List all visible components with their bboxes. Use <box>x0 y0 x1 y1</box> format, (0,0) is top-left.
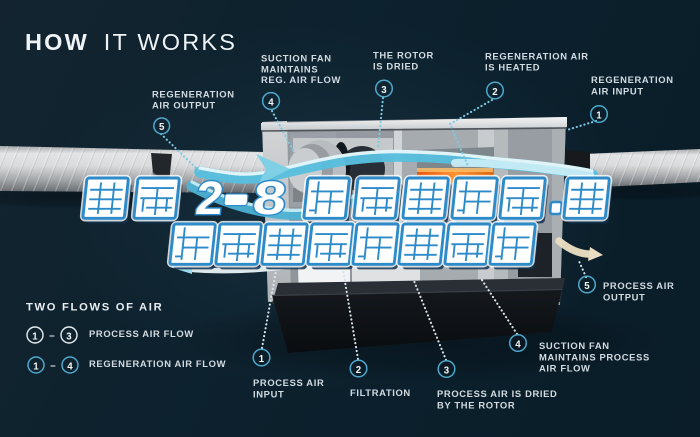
svg-text:IS DRIED: IS DRIED <box>373 61 419 72</box>
svg-text:REGENERATION AIR FLOW: REGENERATION AIR FLOW <box>89 358 226 369</box>
svg-text:SUCTION FAN: SUCTION FAN <box>261 53 332 64</box>
svg-text:5: 5 <box>584 281 590 292</box>
svg-text:3: 3 <box>444 366 450 377</box>
svg-text:PROCESS AIR: PROCESS AIR <box>603 280 674 291</box>
svg-text:1: 1 <box>32 332 38 343</box>
svg-text:THE ROTOR: THE ROTOR <box>373 50 434 61</box>
svg-text:5: 5 <box>159 122 165 133</box>
svg-text:1: 1 <box>33 362 39 373</box>
svg-text:PROCESS AIR FLOW: PROCESS AIR FLOW <box>89 328 194 339</box>
svg-text:MAINTAINS: MAINTAINS <box>261 63 318 74</box>
svg-text:3: 3 <box>381 85 387 96</box>
svg-text:REG. AIR FLOW: REG. AIR FLOW <box>261 74 341 85</box>
svg-text:REGENERATION: REGENERATION <box>591 74 674 85</box>
svg-text:3: 3 <box>66 332 72 343</box>
svg-text:OUTPUT: OUTPUT <box>603 291 645 302</box>
svg-text:4: 4 <box>515 340 521 351</box>
svg-text:1: 1 <box>259 354 265 365</box>
svg-text:2: 2 <box>356 365 361 376</box>
svg-text:BY THE ROTOR: BY THE ROTOR <box>437 399 515 410</box>
svg-text:FILTRATION: FILTRATION <box>350 387 411 398</box>
svg-text:2: 2 <box>492 87 497 98</box>
svg-text:4: 4 <box>268 97 274 108</box>
svg-text:2: 2 <box>193 171 226 224</box>
svg-text:1: 1 <box>596 111 602 122</box>
svg-text:AIR FLOW: AIR FLOW <box>539 362 591 373</box>
svg-text:HOW IT WORKS: HOW IT WORKS <box>25 29 237 55</box>
svg-text:TWO FLOWS OF AIR: TWO FLOWS OF AIR <box>26 302 163 314</box>
svg-text:INPUT: INPUT <box>253 388 284 399</box>
svg-text:8: 8 <box>250 171 289 224</box>
svg-text:SUCTION FAN: SUCTION FAN <box>539 340 610 351</box>
svg-text:PROCESS AIR IS DRIED: PROCESS AIR IS DRIED <box>437 388 557 399</box>
svg-text:–: – <box>50 361 56 372</box>
svg-text:PROCESS AIR: PROCESS AIR <box>253 377 324 388</box>
svg-text:IS HEATED: IS HEATED <box>485 62 540 73</box>
svg-text:–: – <box>49 331 55 342</box>
svg-text:REGENERATION: REGENERATION <box>152 89 235 100</box>
svg-text:MAINTAINS PROCESS: MAINTAINS PROCESS <box>539 351 650 362</box>
svg-text:4: 4 <box>67 362 73 373</box>
svg-text:AIR OUTPUT: AIR OUTPUT <box>152 100 216 111</box>
svg-text:AIR INPUT: AIR INPUT <box>591 85 644 96</box>
svg-text:REGENERATION AIR: REGENERATION AIR <box>485 51 589 62</box>
